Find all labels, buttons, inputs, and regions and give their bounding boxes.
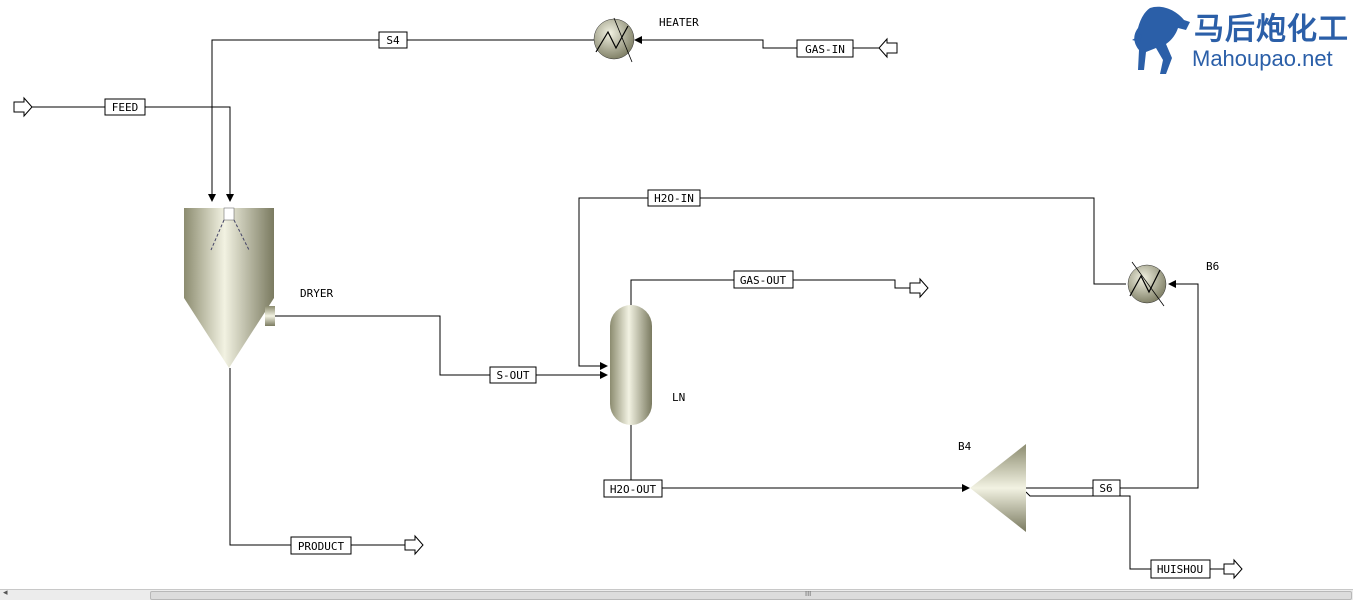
block-label-dryer: DRYER [300,287,333,300]
heater-unit[interactable] [593,17,635,63]
stream-label-huishou-box[interactable]: HUISHOU [1150,559,1211,579]
stream-label-h2o-in-box[interactable]: H2O-IN [647,189,701,207]
ln-vessel-unit[interactable] [610,305,652,425]
stream-label-s-out: S-OUT [496,369,529,382]
stream-label-s6: S6 [1099,482,1112,495]
stream-gas-out-line-2[interactable] [793,279,912,289]
stream-label-gas-out-box[interactable]: GAS-OUT [733,270,794,289]
huishou-arrow-icon [1223,558,1243,580]
stream-h2o-in-line[interactable] [700,197,1126,285]
stream-label-h2o-in: H2O-IN [654,192,694,205]
scrollbar-grip-icon: III [805,590,812,598]
b4-splitter-unit[interactable] [970,444,1026,532]
stream-label-s4: S4 [386,34,400,47]
arrowhead-b4-in [962,484,970,492]
stream-label-product: PRODUCT [298,540,345,553]
logo-site-text: Mahoupao.net [1192,46,1333,71]
arrowhead-feed-dryer [226,194,234,202]
scroll-left-arrow-icon[interactable]: ◂ [3,588,8,598]
horse-logo-icon [1132,6,1190,74]
stream-label-gas-out: GAS-OUT [740,274,787,287]
stream-gas-in-line-2[interactable] [636,39,797,49]
horizontal-scrollbar[interactable]: ◂ III [0,588,1353,600]
stream-h2o-in-line-2[interactable] [578,197,648,367]
feed-arrow-icon [13,96,33,118]
block-label-b6: B6 [1206,260,1219,273]
stream-label-h2o-out: H2O-OUT [610,483,657,496]
stream-label-gas-in: GAS-IN [805,43,845,56]
stream-feed-line-2[interactable] [145,106,231,200]
stream-label-s6-box[interactable]: S6 [1092,479,1121,497]
gas-in-arrow-icon [878,37,898,59]
stream-s4-line[interactable] [211,39,596,200]
arrowhead-s4-dryer [208,194,216,202]
stream-s6-line-2[interactable] [1120,283,1199,489]
stream-label-s-out-box[interactable]: S-OUT [489,366,537,384]
stream-label-huishou: HUISHOU [1157,563,1203,576]
dryer-unit[interactable] [184,207,275,368]
block-label-b4: B4 [958,440,972,453]
logo-chinese-text: 马后炮化工 [1194,12,1349,47]
arrowhead-b6-in [1168,280,1176,288]
stream-h2o-out-line[interactable] [604,424,632,489]
stream-label-h2o-out-box[interactable]: H2O-OUT [603,479,663,498]
stream-label-feed-box[interactable]: FEED [104,98,146,116]
block-label-ln: LN [672,391,685,404]
gas-out-arrow-icon [909,277,929,299]
stream-label-gas-in-box[interactable]: GAS-IN [796,39,854,58]
stream-label-feed: FEED [112,101,139,114]
stream-label-product-box[interactable]: PRODUCT [290,536,352,555]
stream-huishou-line[interactable] [1025,491,1151,570]
product-arrow-icon [404,534,424,556]
stream-label-s4-box[interactable]: S4 [378,31,408,49]
stream-product-line[interactable] [229,368,291,546]
block-label-heater: HEATER [659,16,699,29]
arrowhead-s-out-ln [600,371,608,379]
b6-heater-unit[interactable] [1127,261,1167,307]
stream-dryer-outlet-line[interactable] [275,315,490,376]
arrowhead-heater-in [634,36,642,44]
arrowhead-h2o-in-ln [600,362,608,370]
stream-gas-out-line[interactable] [630,279,734,306]
